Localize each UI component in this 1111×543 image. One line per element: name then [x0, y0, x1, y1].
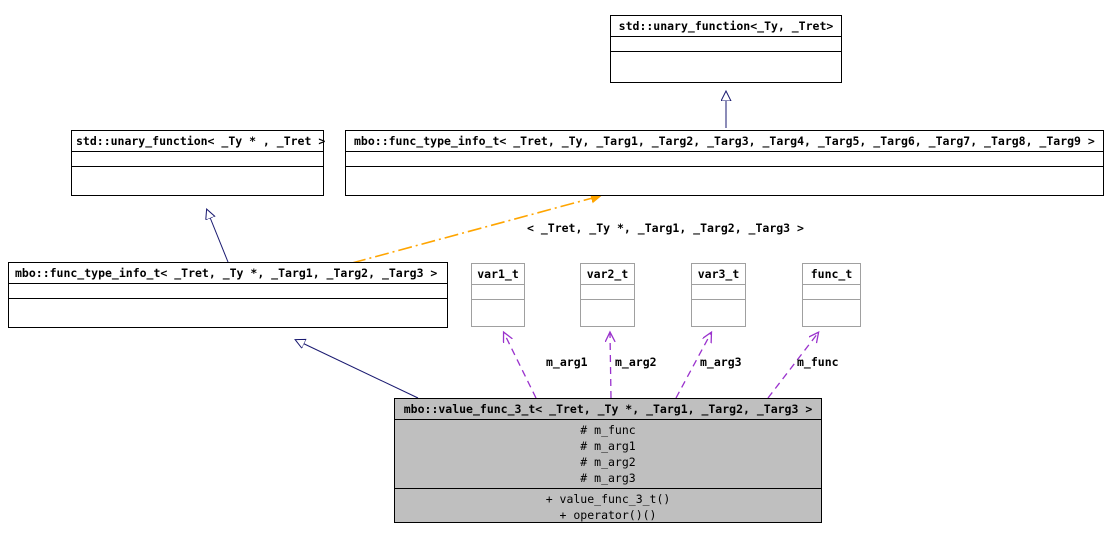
class-title: mbo::func_type_info_t< _Tret, _Ty, _Targ… — [354, 134, 1095, 148]
divider — [692, 284, 745, 286]
attribute-item: # m_arg1 — [580, 439, 636, 454]
class-attributes — [803, 285, 860, 299]
divider — [803, 299, 860, 301]
class-operations — [472, 300, 524, 314]
class-attributes — [472, 285, 524, 299]
divider — [472, 299, 524, 301]
class-box-var3-t[interactable]: var3_t — [691, 263, 746, 327]
divider — [72, 151, 323, 153]
class-title: mbo::value_func_3_t< _Tret, _Ty *, _Targ… — [403, 402, 813, 416]
class-title: var2_t — [586, 267, 629, 281]
class-title: std::unary_function<_Ty, _Tret> — [618, 19, 834, 33]
divider — [581, 299, 634, 301]
class-box-std-unary-function-typtr-tret[interactable]: std::unary_function< _Ty * , _Tret > — [71, 130, 326, 196]
class-box-std-unary-function-ty-tret[interactable]: std::unary_function<_Ty, _Tret> — [610, 15, 842, 83]
class-operations — [346, 167, 1103, 181]
divider — [803, 284, 860, 286]
class-operations — [692, 300, 745, 314]
class-attributes — [692, 285, 745, 299]
class-title: var3_t — [697, 267, 740, 281]
attribute-item: # m_func — [580, 423, 636, 438]
class-box-mbo-value-func-3-t[interactable]: mbo::value_func_3_t< _Tret, _Ty *, _Targ… — [394, 398, 822, 523]
divider — [346, 151, 1103, 153]
class-operations — [72, 167, 323, 181]
divider — [346, 166, 1103, 168]
class-box-mbo-func-type-info-t-bound[interactable]: mbo::func_type_info_t< _Tret, _Ty *, _Ta… — [8, 262, 448, 328]
edge-member-m_arg1 — [504, 333, 537, 399]
divider — [72, 166, 323, 168]
edge-member-m_arg2 — [610, 333, 611, 399]
class-title: var1_t — [477, 267, 519, 281]
edge-label-template-binding: < _Tret, _Ty *, _Targ1, _Targ2, _Targ3 > — [527, 221, 804, 235]
class-attributes — [346, 152, 1103, 166]
class-attributes — [581, 285, 634, 299]
operation-item: + value_func_3_t() — [545, 492, 671, 507]
edge-label-m-arg3: m_arg3 — [700, 355, 742, 369]
class-title: func_t — [810, 267, 853, 281]
divider — [395, 419, 821, 421]
class-box-var2-t[interactable]: var2_t — [580, 263, 635, 327]
class-attributes — [72, 152, 323, 166]
divider — [611, 51, 841, 53]
edge-label-m-func: m_func — [797, 355, 839, 369]
class-attributes — [9, 284, 447, 298]
class-attributes: # m_func # m_arg1 # m_arg2 # m_arg3 — [395, 420, 821, 488]
edge-label-m-arg2: m_arg2 — [615, 355, 657, 369]
divider — [581, 284, 634, 286]
divider — [611, 36, 841, 38]
class-operations: + value_func_3_t() + operator()() — [395, 489, 821, 525]
class-operations — [9, 299, 447, 313]
edge-label-m-arg1: m_arg1 — [546, 355, 588, 369]
divider — [9, 283, 447, 285]
class-box-mbo-func-type-info-t-full[interactable]: mbo::func_type_info_t< _Tret, _Ty, _Targ… — [345, 130, 1104, 196]
class-operations — [581, 300, 634, 314]
attribute-item: # m_arg2 — [580, 455, 636, 470]
divider — [692, 299, 745, 301]
class-operations — [803, 300, 860, 314]
edge-inheritance-valuefunc-to-boundinfo — [296, 340, 419, 399]
class-box-func-t[interactable]: func_t — [802, 263, 861, 327]
class-operations — [611, 52, 841, 66]
divider — [9, 298, 447, 300]
edge-inheritance-boundinfo-to-unaryfunctionptr — [207, 210, 229, 263]
class-box-var1-t[interactable]: var1_t — [471, 263, 525, 327]
class-attributes — [611, 37, 841, 51]
divider — [395, 488, 821, 490]
class-title: std::unary_function< _Ty * , _Tret > — [76, 134, 326, 148]
class-title: mbo::func_type_info_t< _Tret, _Ty *, _Ta… — [15, 266, 438, 280]
divider — [472, 284, 524, 286]
operation-item: + operator()() — [559, 508, 657, 523]
attribute-item: # m_arg3 — [580, 471, 636, 486]
